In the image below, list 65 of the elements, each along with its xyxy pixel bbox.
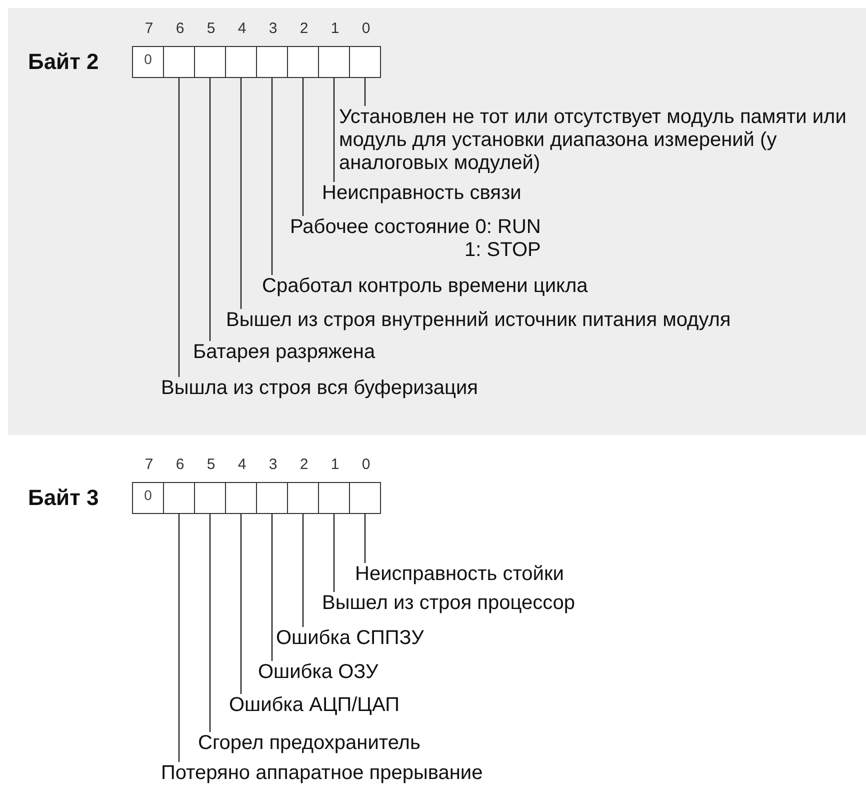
bit-description: Неисправность стойки xyxy=(355,563,564,586)
bit-number: 3 xyxy=(268,456,278,474)
bit-cell xyxy=(194,482,226,514)
bit-number: 1 xyxy=(330,20,340,38)
description-line: 1: STOP xyxy=(464,239,541,262)
leader-line xyxy=(302,78,304,216)
bit-cell xyxy=(163,46,195,78)
bit-description: Сработал контроль времени цикла xyxy=(262,275,588,298)
bit-cell: 0 xyxy=(132,482,164,514)
bit-number: 6 xyxy=(174,20,186,38)
bit-number: 7 xyxy=(144,456,154,474)
bit-description: Ошибка СППЗУ xyxy=(276,627,424,650)
leader-line xyxy=(333,78,335,182)
bit-register xyxy=(28,482,381,514)
bit-cell xyxy=(256,46,288,78)
leader-line xyxy=(178,514,180,762)
bit-cell: 0 xyxy=(132,46,164,78)
leader-line xyxy=(333,514,335,592)
bit-number: 3 xyxy=(268,20,278,38)
bit-number: 1 xyxy=(330,456,340,474)
bit-description: Вышла из строя вся буферизация xyxy=(161,377,478,400)
bit-number: 5 xyxy=(206,456,216,474)
bit-number: 0 xyxy=(360,20,372,38)
bit-description: Вышел из строя процессор xyxy=(322,592,576,615)
leader-line xyxy=(364,514,366,563)
leader-line xyxy=(364,78,366,106)
leader-line xyxy=(271,514,273,661)
bit-cell xyxy=(318,46,350,78)
bit-description: Батарея разряжена xyxy=(193,341,376,364)
bit-cell xyxy=(349,482,381,514)
bit-cell xyxy=(194,46,226,78)
byte-label: Байт 3 xyxy=(28,485,99,511)
leader-line xyxy=(209,78,211,341)
bit-description: Сгорел предохранитель xyxy=(198,732,420,755)
bit-number: 2 xyxy=(298,20,310,38)
bit-cell xyxy=(287,482,319,514)
bit-description: Неисправность связи xyxy=(322,182,522,205)
bit-register xyxy=(28,46,381,78)
bit-cell xyxy=(318,482,350,514)
bit-cell xyxy=(287,46,319,78)
bit-cell xyxy=(349,46,381,78)
leader-line xyxy=(209,514,211,732)
leader-line xyxy=(178,78,180,377)
byte-label: Байт 2 xyxy=(28,49,99,75)
bit-number: 0 xyxy=(360,456,372,474)
description-line: Рабочее состояние 0: RUN xyxy=(290,216,541,239)
bit-number: 7 xyxy=(144,20,154,38)
leader-line xyxy=(302,514,304,627)
bit-number: 5 xyxy=(206,20,216,38)
bit-description: Установлен не тот или отсутствует модуль памяти или модуль для установки диапазона измерений (у аналоговых модулей) xyxy=(339,106,851,175)
bit-number: 4 xyxy=(236,20,248,38)
bit-description: Ошибка АЦП/ЦАП xyxy=(229,694,400,717)
bit-number: 4 xyxy=(236,456,248,474)
bit-cell xyxy=(163,482,195,514)
bit-number: 2 xyxy=(298,456,310,474)
bit-cell xyxy=(225,46,257,78)
bit-description: Вышел из строя внутренний источник питания модуля xyxy=(226,309,731,332)
bit-description: Ошибка ОЗУ xyxy=(258,661,378,684)
bit-cell xyxy=(225,482,257,514)
bit-number: 6 xyxy=(174,456,186,474)
bit-cell xyxy=(256,482,288,514)
leader-line xyxy=(240,78,242,309)
leader-line xyxy=(240,514,242,694)
bit-description: Потеряно аппаратное прерывание xyxy=(161,762,483,785)
leader-line xyxy=(271,78,273,275)
